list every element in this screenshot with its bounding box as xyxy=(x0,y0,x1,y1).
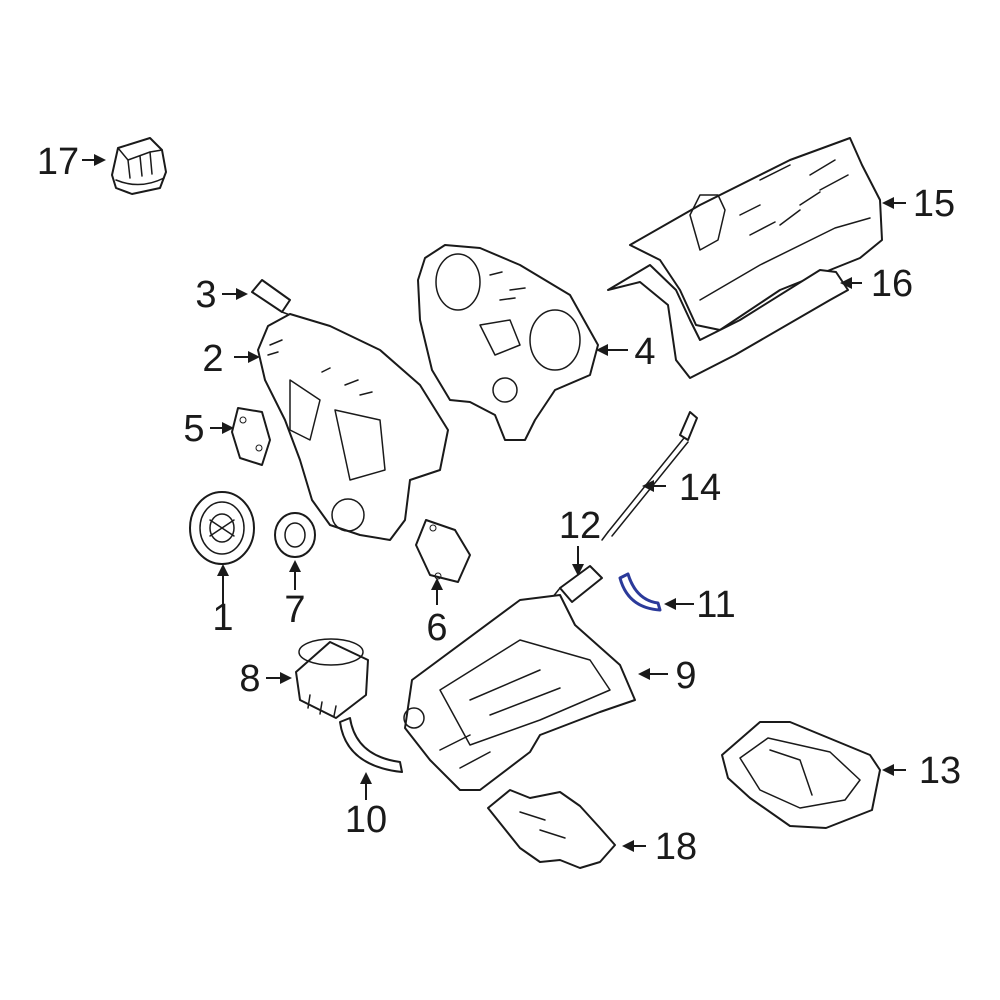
leader-arrows xyxy=(82,154,906,852)
callout-13: 13 xyxy=(919,750,961,792)
part-3-sensor[interactable] xyxy=(251,279,299,319)
callout-14: 14 xyxy=(679,467,721,509)
part-6-gasket[interactable] xyxy=(415,519,471,583)
callout-6: 6 xyxy=(426,607,447,649)
callout-11: 11 xyxy=(696,584,735,626)
callout-labels: 1 2 3 4 5 6 7 8 9 10 11 12 13 14 15 16 1… xyxy=(37,141,961,868)
part-13-lower-oil-pan[interactable] xyxy=(721,721,881,829)
callout-16: 16 xyxy=(871,263,913,305)
part-17-oil-filler-cap[interactable] xyxy=(111,137,167,195)
callout-2: 2 xyxy=(202,338,223,380)
part-10-seal[interactable] xyxy=(339,717,403,773)
part-15-valve-cover[interactable] xyxy=(629,137,883,331)
callout-4: 4 xyxy=(634,331,655,373)
callout-18: 18 xyxy=(655,826,697,868)
callout-15: 15 xyxy=(913,183,955,225)
callout-3: 3 xyxy=(195,274,216,316)
callout-9: 9 xyxy=(675,655,696,697)
part-7-seal[interactable] xyxy=(274,512,316,558)
part-1-crank-pulley[interactable] xyxy=(189,491,255,565)
callout-17: 17 xyxy=(37,141,79,183)
part-18-baffle[interactable] xyxy=(487,789,616,869)
callout-10: 10 xyxy=(345,799,387,841)
callout-1: 1 xyxy=(212,597,233,639)
callout-7: 7 xyxy=(284,589,305,631)
callout-12: 12 xyxy=(559,505,601,547)
part-4-rear-cover[interactable] xyxy=(417,244,599,441)
callout-8: 8 xyxy=(239,658,260,700)
part-8-oil-filter[interactable] xyxy=(295,638,369,719)
part-5-gasket[interactable] xyxy=(231,407,271,466)
part-9-upper-oil-pan[interactable] xyxy=(403,594,636,791)
part-11-seal[interactable] xyxy=(618,572,662,612)
part-16-valve-cover-gasket[interactable] xyxy=(607,264,849,379)
callout-5: 5 xyxy=(183,408,204,450)
part-2-timing-cover[interactable] xyxy=(257,313,449,541)
